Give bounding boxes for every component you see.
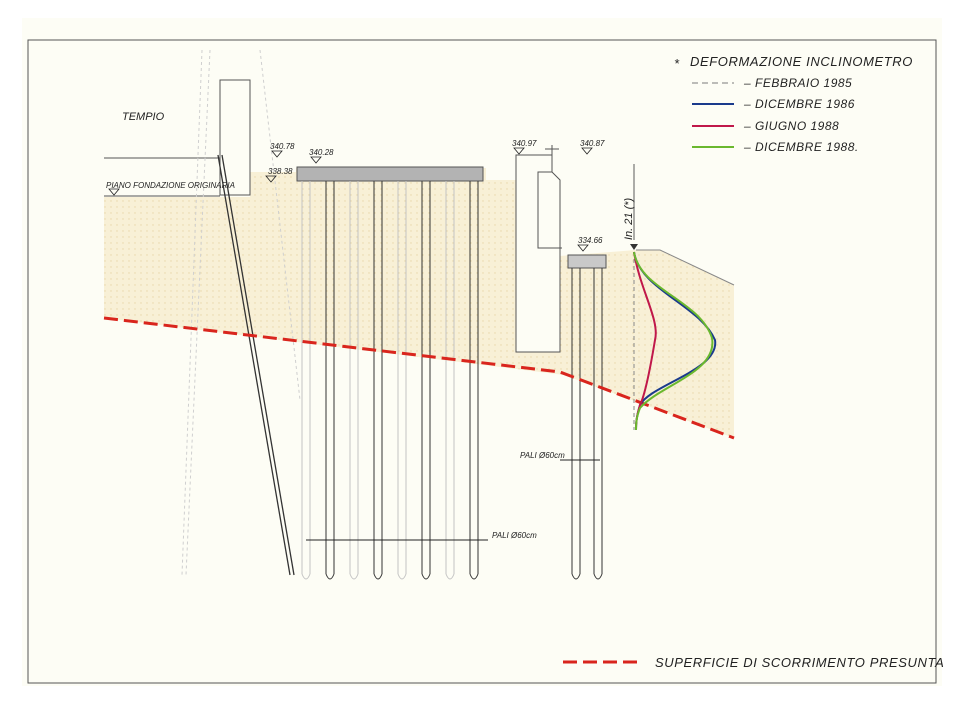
legend-item-giugno-1988: – GIUGNO 1988 bbox=[743, 119, 839, 133]
elevation-340-97: 340.97 bbox=[512, 139, 537, 148]
elevation-340-87: 340.87 bbox=[580, 139, 605, 148]
legend-item-febbraio-1985: – FEBBRAIO 1985 bbox=[743, 76, 852, 90]
sliding-surface-label: SUPERFICIE DI SCORRIMENTO PRESUNTA bbox=[655, 655, 944, 670]
elevation-338-38: 338.38 bbox=[268, 167, 293, 176]
pile-3 bbox=[349, 181, 359, 580]
small-pile-cap bbox=[567, 254, 607, 269]
legend-item-dicembre-1986: – DICEMBRE 1986 bbox=[743, 97, 855, 111]
sliding-surface-line bbox=[103, 316, 735, 440]
pali-right-label: PALI Ø60cm bbox=[520, 451, 565, 460]
legend-asterisk: * bbox=[674, 56, 680, 71]
inclinometer-label: In. 21 (*) bbox=[623, 197, 635, 240]
drawing-frame bbox=[27, 39, 937, 684]
inclinometer-curves bbox=[633, 251, 717, 431]
piano-fondazione-label: PIANO FONDAZIONE ORIGINARIA bbox=[106, 181, 235, 190]
legend-title: DEFORMAZIONE INCLINOMETRO bbox=[690, 54, 913, 69]
legend-lines bbox=[692, 82, 734, 148]
elevation-markers bbox=[108, 147, 593, 252]
pile-1 bbox=[301, 181, 311, 580]
cross-ornament bbox=[545, 145, 559, 156]
elevation-340-28: 340.28 bbox=[309, 148, 334, 157]
soil-mass bbox=[104, 168, 734, 438]
ground-surface-right bbox=[636, 249, 735, 286]
elevation-334-66: 334.66 bbox=[578, 236, 603, 245]
ghost-tie-rods bbox=[181, 49, 301, 576]
inclinometer-casing bbox=[630, 164, 638, 430]
pile-group bbox=[301, 181, 603, 580]
temple-wall bbox=[104, 79, 251, 197]
main-pile-cap bbox=[296, 166, 484, 182]
tempio-label: TEMPIO bbox=[122, 111, 165, 123]
pile-6 bbox=[421, 181, 431, 580]
lower-wall-step bbox=[537, 171, 561, 249]
legend-item-dicembre-1988: – DICEMBRE 1988. bbox=[743, 140, 859, 154]
pile-8 bbox=[469, 181, 479, 580]
pile-9 bbox=[571, 268, 581, 580]
elevation-340-78: 340.78 bbox=[270, 142, 295, 151]
inclined-tie-rod bbox=[217, 154, 295, 576]
pali-bottom-label: PALI Ø60cm bbox=[492, 531, 537, 540]
pile-2 bbox=[325, 181, 335, 580]
pile-7 bbox=[445, 181, 455, 580]
pile-10 bbox=[593, 268, 603, 580]
pile-4 bbox=[373, 181, 383, 580]
curve-dicembre-1988 bbox=[633, 251, 714, 431]
pile-5 bbox=[397, 181, 407, 580]
